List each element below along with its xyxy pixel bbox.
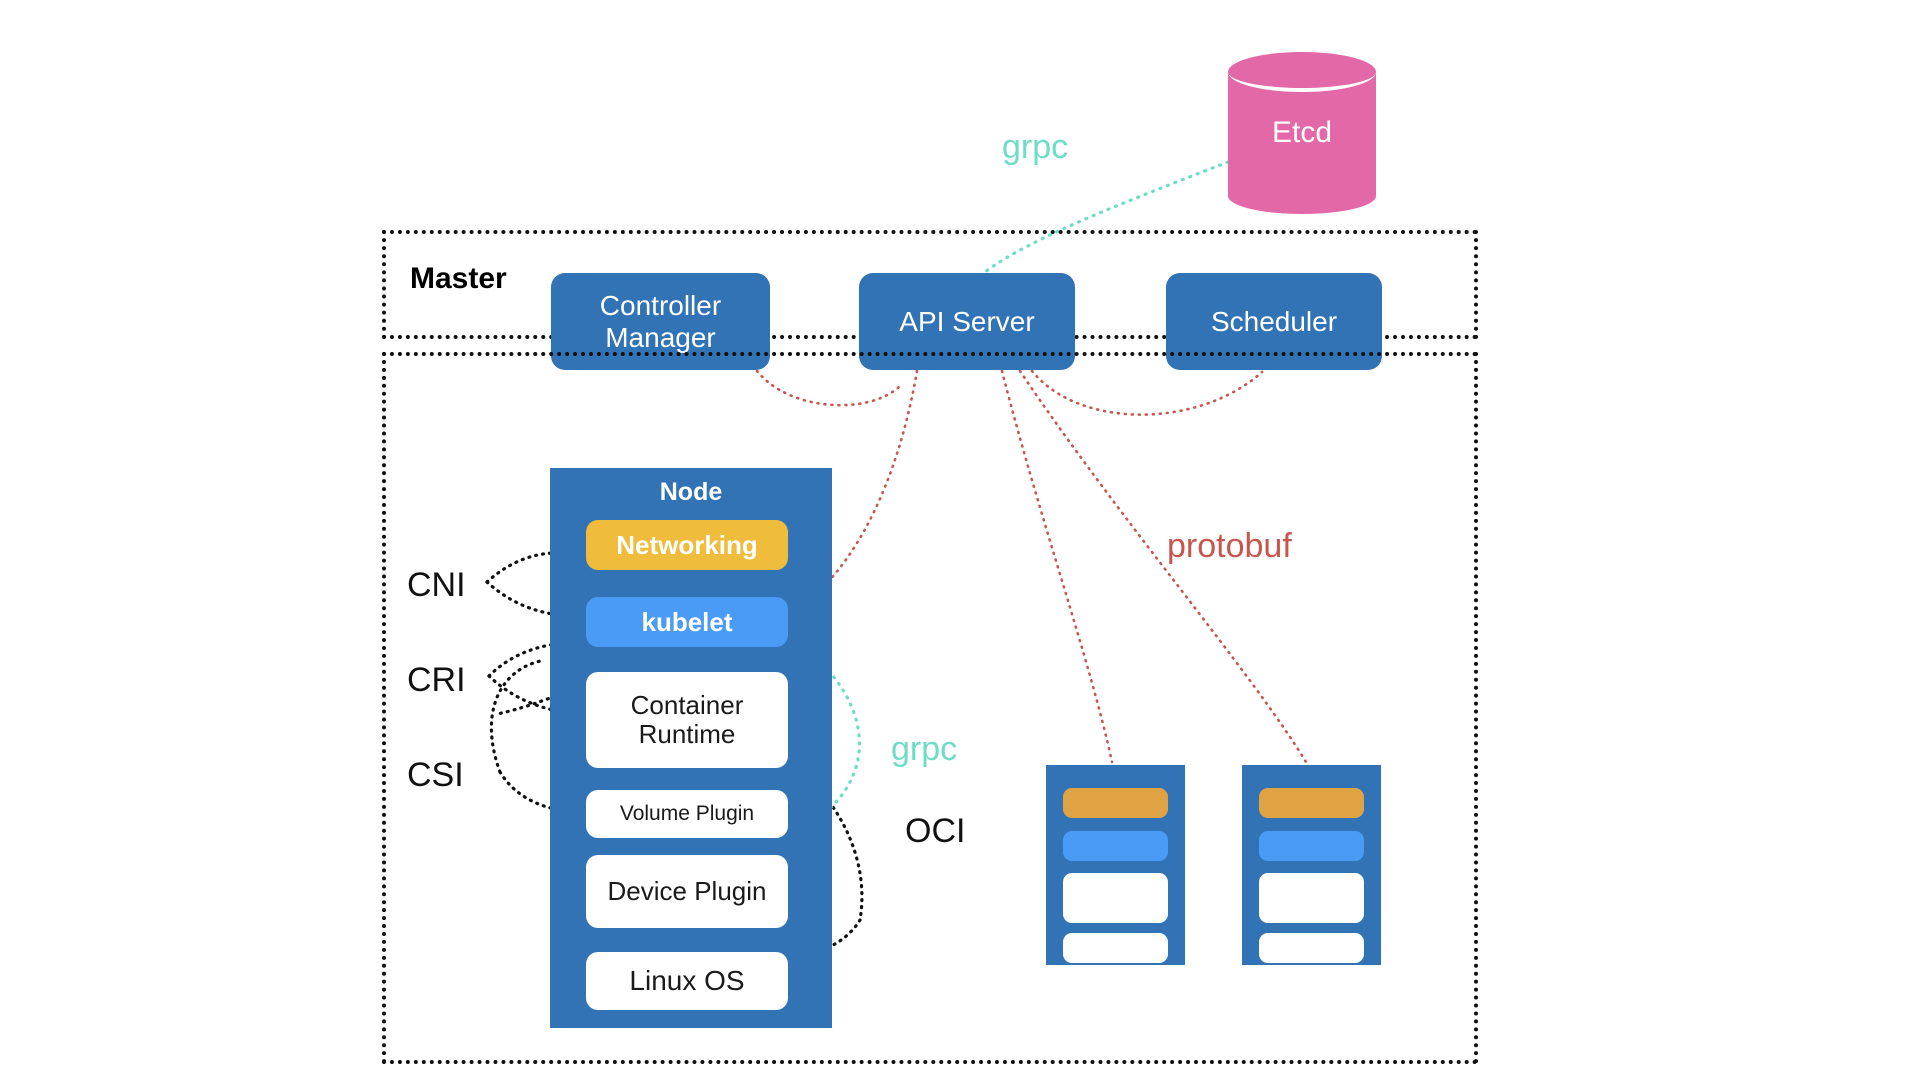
- pod-2-kubelet-bar: [1259, 831, 1364, 861]
- interface-label-cni: CNI: [407, 566, 466, 604]
- protocol-label-grpc-bottom: grpc: [891, 730, 958, 768]
- interface-label-csi: CSI: [407, 756, 464, 794]
- etcd-cylinder-body: [1228, 72, 1376, 214]
- api-server-label: API Server: [899, 305, 1035, 337]
- protocol-label-protobuf: protobuf: [1167, 527, 1292, 565]
- node-item-linux-os[interactable]: Linux OS: [586, 952, 788, 1010]
- pod-2-os-bar: [1259, 933, 1364, 963]
- pod-1-networking-bar: [1063, 788, 1168, 818]
- etcd-label: Etcd: [1271, 116, 1333, 149]
- pod-2-runtime-bar: [1259, 873, 1364, 923]
- interface-label-oci: OCI: [905, 812, 966, 850]
- protocol-label-grpc-top: grpc: [1002, 128, 1069, 166]
- node-device-plugin-label: Device Plugin: [607, 876, 767, 907]
- node-item-device-plugin[interactable]: Device Plugin: [586, 855, 788, 928]
- master-zone-label: Master: [410, 262, 507, 295]
- node-item-kubelet[interactable]: kubelet: [586, 597, 788, 647]
- etcd-cylinder-top: [1228, 52, 1376, 92]
- node-kubelet-label: kubelet: [641, 606, 733, 637]
- scheduler-label: Scheduler: [1210, 305, 1338, 337]
- etcd-datastore[interactable]: Etcd: [1228, 52, 1376, 214]
- node-linux-os-label: Linux OS: [629, 964, 745, 996]
- interface-label-cri: CRI: [407, 661, 466, 699]
- node-networking-label: Networking: [616, 529, 758, 560]
- node-title: Node: [659, 478, 723, 506]
- pod-1-os-bar: [1063, 933, 1168, 963]
- node-item-networking[interactable]: Networking: [586, 520, 788, 570]
- pod-2-networking-bar: [1259, 788, 1364, 818]
- node-item-volume-plugin[interactable]: Volume Plugin: [586, 790, 788, 838]
- worker-zone: [382, 352, 1478, 1064]
- pod-1-kubelet-bar: [1063, 831, 1168, 861]
- pod-1-runtime-bar: [1063, 873, 1168, 923]
- node-volume-plugin-label: Volume Plugin: [619, 802, 755, 826]
- pod-1[interactable]: [1046, 765, 1185, 965]
- pod-2[interactable]: [1242, 765, 1381, 965]
